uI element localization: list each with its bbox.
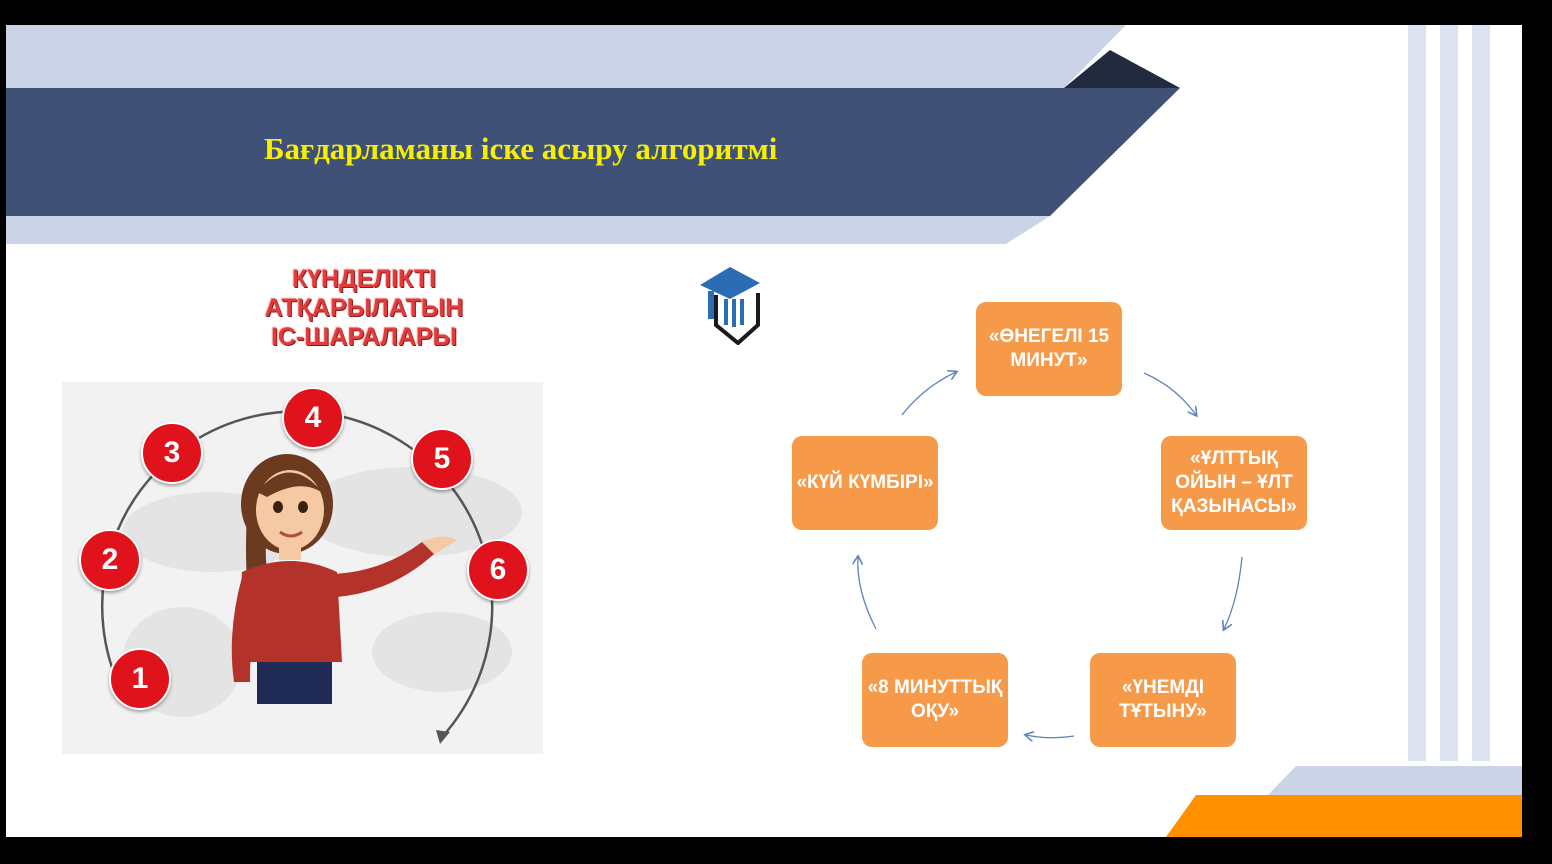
cycle-box: «ҮНЕМДІ ТҰТЫНУ» bbox=[1090, 653, 1236, 747]
step-number-circle: 3 bbox=[141, 422, 203, 484]
cycle-arrow bbox=[1143, 372, 1196, 415]
corner-light-band bbox=[1268, 766, 1522, 795]
dark-triangle bbox=[1064, 50, 1180, 88]
step-number-circle: 1 bbox=[109, 648, 171, 710]
step-number-circle: 6 bbox=[467, 539, 529, 601]
left-heading-line: КҮНДЕЛІКТІ bbox=[291, 265, 437, 293]
cycle-arrows bbox=[6, 25, 1243, 837]
step-number-circle: 2 bbox=[79, 529, 141, 591]
corner-orange-band bbox=[1166, 795, 1522, 837]
cycle-arrow bbox=[901, 372, 956, 416]
step-number-circle: 4 bbox=[282, 387, 344, 449]
bottom-light-band bbox=[6, 216, 1050, 244]
left-heading-line: АТҚАРЫЛАТЫН bbox=[264, 294, 464, 322]
vertical-stripe bbox=[1408, 25, 1426, 761]
cycle-arrow bbox=[858, 557, 877, 630]
header-decoration bbox=[6, 25, 1522, 837]
world-map-background bbox=[100, 410, 522, 744]
slide-title: Бағдарламаны іске асыру алгоритмі bbox=[264, 131, 778, 166]
vertical-stripe bbox=[1440, 25, 1458, 761]
slide: Бағдарламаны іске асыру алгоритмі КҮНДЕЛ… bbox=[6, 25, 1522, 837]
teacher-figure bbox=[231, 454, 457, 704]
vertical-stripe bbox=[1472, 25, 1490, 761]
left-heading-line: ІС-ШАРАЛАРЫ bbox=[270, 323, 458, 351]
step-number-circle: 5 bbox=[411, 428, 473, 490]
cycle-box: «КҮЙ КҮМБІРІ» bbox=[792, 436, 938, 530]
top-light-band bbox=[6, 25, 1126, 88]
cycle-arrow bbox=[1026, 735, 1075, 738]
cycle-box: «8 МИНУТТЫҚ ОҚУ» bbox=[862, 653, 1008, 747]
title-band bbox=[6, 88, 1180, 216]
cycle-arrow bbox=[1224, 556, 1243, 629]
cycle-box: «ҰЛТТЫҚ ОЙЫН – ҰЛТ ҚАЗЫНАСЫ» bbox=[1161, 436, 1307, 530]
left-heading: КҮНДЕЛІКТІ АТҚАРЫЛАТЫН ІС-ШАРАЛАРЫ bbox=[230, 265, 498, 352]
cycle-box: «ӨНЕГЕЛІ 15 МИНУТ» bbox=[976, 302, 1122, 396]
teacher-illustration: 1 2 3 4 5 6 bbox=[62, 382, 543, 754]
graduation-cap-pencil-logo bbox=[700, 267, 760, 345]
